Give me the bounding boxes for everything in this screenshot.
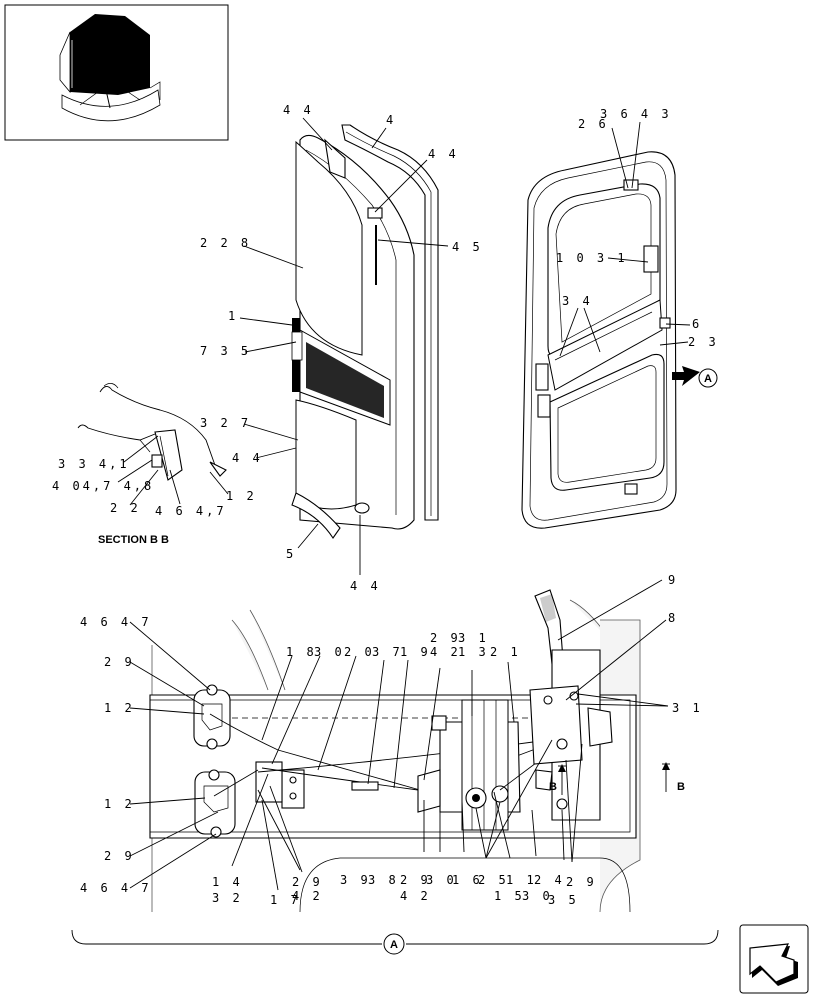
label-19: 1 9 [400,645,431,659]
label-44-side: 4 4 [232,451,263,465]
label-327: 3 2 7 [200,416,251,430]
label-29-bottom-a: 2 9 [292,875,323,889]
label-464-7: 4 6 4,7 [155,504,227,518]
label-30-top: 3 0 [314,645,345,659]
label-29-top: 2 9 [430,631,461,645]
label-404-748: 4 04,7 4,8 [52,479,154,493]
lower-right-labels: 3 1 [672,701,703,715]
label-24: 2 4 [534,873,565,887]
label-44-bottom: 4 4 [350,579,381,593]
label-12-left-top: 1 2 [104,701,135,715]
label-18: 1 8 [286,645,317,659]
label-334-1: 3 3 4,1 [58,457,130,471]
door-inner-view: A [521,151,718,529]
label-1: 1 [228,309,238,323]
lower-bottom-labels: 1 4 3 2 1 7 2 9 4 2 3 9 3 8 2 9 4 2 3 0 … [212,873,597,907]
section-bb-labels: 3 3 4,1 4 04,7 4,8 2 2 4 6 4,7 1 2 SECTI… [52,457,257,546]
label-22: 2 2 [110,501,141,515]
label-31-right: 3 1 [672,701,703,715]
label-15: 1 5 [494,889,525,903]
label-42-bottom-b: 4 2 [400,889,431,903]
label-26: 2 6 [578,117,609,131]
label-45: 4 5 [452,240,483,254]
label-8: 8 [668,611,678,625]
label-12-left-bottom: 1 2 [104,797,135,811]
upper-left-leaders [239,117,449,575]
label-39: 3 9 [340,873,371,887]
label-37: 3 7 [372,645,403,659]
upper-right-leaders [559,121,691,357]
label-5: 5 [286,547,296,561]
label-20: 2 0 [344,645,375,659]
label-6: 6 [692,317,702,331]
label-228: 2 2 8 [200,236,251,250]
view-marker-a: A [704,373,712,385]
section-marker-b-left: B [549,781,557,793]
label-4: 4 [386,113,396,127]
label-30-bottom-right: 3 0 [522,889,553,903]
upper-right-labels: 2 6 3 6 4 3 1 0 3 1 3 4 6 2 3 [556,107,719,349]
label-29-bottom-right: 2 9 [566,875,597,889]
label-4647-bottom: 4 6 4 7 [80,881,152,895]
label-42-bottom-a: 4 2 [292,889,323,903]
label-4647-top: 4 6 4 7 [80,615,152,629]
label-29-bottom-b: 2 9 [400,873,431,887]
section-marker-b-right: B [677,781,685,793]
label-735: 7 3 5 [200,344,251,358]
label-42-top: 4 2 [430,645,461,659]
label-16: 1 6 [452,873,483,887]
label-13: 1 3 [458,645,489,659]
label-34: 3 4 [562,294,593,308]
thumbnail-view [4,4,229,141]
label-21: 2 1 [490,645,521,659]
section-bb-detail [77,383,227,481]
label-1031: 1 0 3 1 [556,251,628,265]
label-31-top: 3 1 [458,631,489,645]
label-23: 2 3 [688,335,719,349]
label-9: 9 [668,573,678,587]
label-29-left-top: 2 9 [104,655,135,669]
label-14: 1 4 [212,875,243,889]
label-3643: 3 6 4 3 [600,107,672,121]
label-38: 3 8 [368,873,399,887]
label-32: 3 2 [212,891,243,905]
door-exploded-view [291,124,439,539]
next-page-arrow-icon[interactable] [739,924,809,994]
mechanism-view: B B A [71,589,719,955]
label-12-section: 1 2 [226,489,257,503]
label-44-clip: 4 4 [428,147,459,161]
view-marker-a-bottom: A [390,939,398,951]
label-44-top: 4 4 [283,103,314,117]
label-11: 1 1 [506,873,537,887]
upper-left-labels: 4 4 4 4 4 4 5 2 2 8 1 7 3 5 3 2 7 4 4 5 … [200,103,483,593]
label-30-bottom: 3 0 [426,873,457,887]
label-35: 3 5 [548,893,579,907]
label-29-left-bottom: 2 9 [104,849,135,863]
lower-left-labels: 4 6 4 7 2 9 1 2 1 2 2 9 4 6 4 7 [80,615,152,895]
lower-top-labels: 1 8 3 0 2 0 3 7 1 9 2 9 4 2 3 1 1 3 2 1 … [286,573,678,659]
section-bb-title: SECTION B B [98,534,169,546]
label-25: 2 5 [478,873,509,887]
label-17: 1 7 [270,893,301,907]
section-bb-leaders [117,435,229,506]
lower-leaders [129,579,669,891]
